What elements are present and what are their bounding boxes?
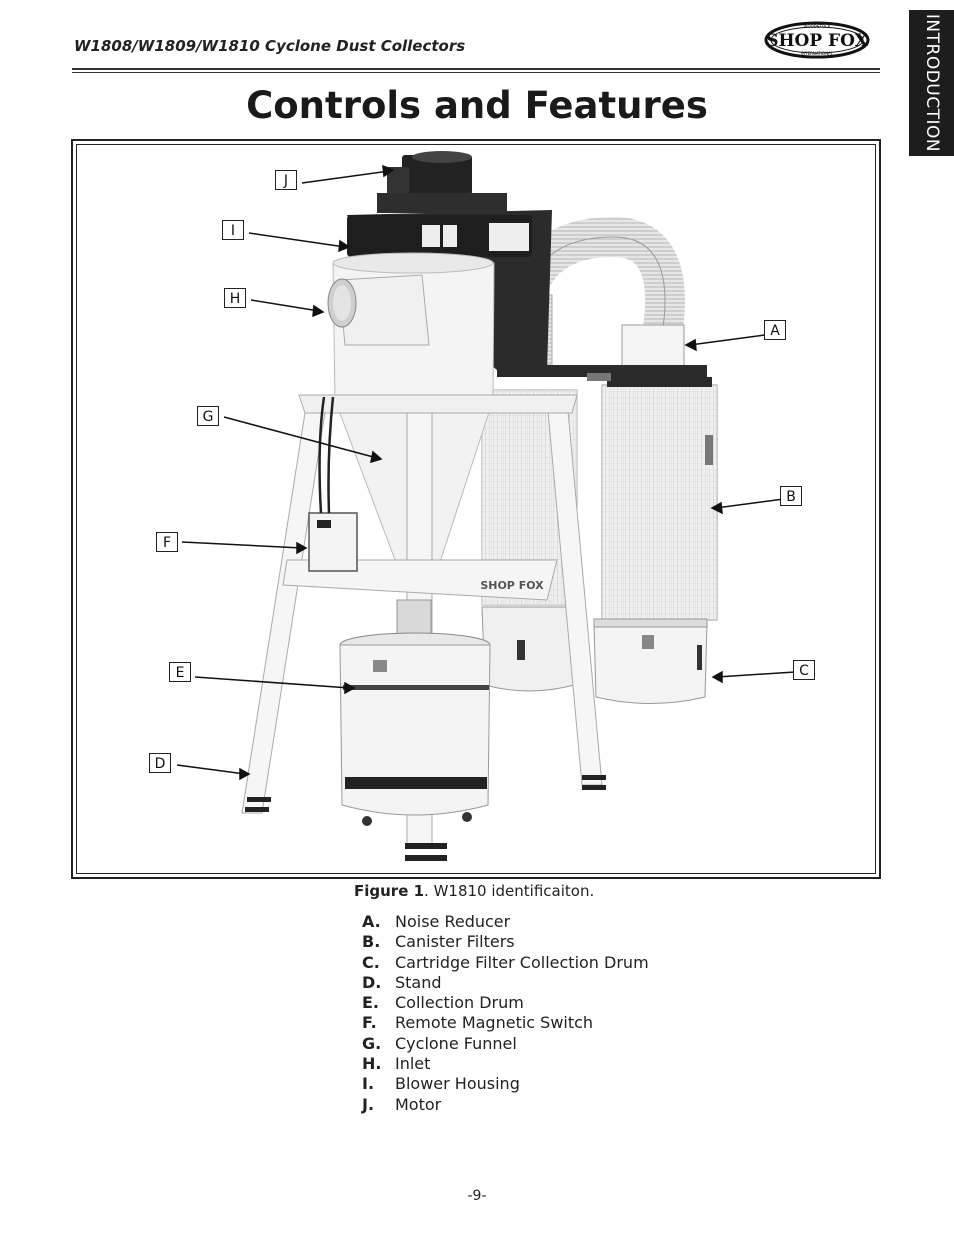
callout-f: F	[156, 532, 178, 552]
blower-housing	[347, 215, 532, 257]
legend-item: D.Stand	[362, 972, 442, 992]
legend-item: G.Cyclone Funnel	[362, 1033, 517, 1053]
header-divider	[72, 68, 880, 70]
figure-caption: Figure 1. W1810 identificaiton.	[354, 882, 594, 900]
shop-fox-logo: SHOP FOX WOODSTOCK INTERNATIONAL	[764, 21, 870, 59]
svg-text:INTERNATIONAL: INTERNATIONAL	[801, 51, 834, 56]
legend-item: E.Collection Drum	[362, 993, 524, 1013]
legend-item: J.Motor	[362, 1094, 442, 1114]
callout-d: D	[149, 753, 171, 773]
figure-frame: SHOP FOX	[71, 139, 881, 879]
legend-item: H.Inlet	[362, 1054, 431, 1074]
motor	[377, 151, 507, 213]
legend-item: C.Cartridge Filter Collection Drum	[362, 952, 649, 972]
callout-b: B	[780, 486, 802, 506]
dust-collector-illustration: SHOP FOX	[176, 151, 796, 867]
callout-c: C	[793, 660, 815, 680]
callout-j: J	[275, 170, 297, 190]
section-tab-label: INTRODUCTION	[921, 13, 942, 153]
callout-g: G	[197, 406, 219, 426]
legend-item: A.Noise Reducer	[362, 912, 511, 931]
legend-item: I.Blower Housing	[362, 1074, 520, 1094]
logo-brand-text: SHOP FOX	[766, 31, 868, 51]
legend-item: F.Remote Magnetic Switch	[362, 1013, 594, 1033]
svg-text:WOODSTOCK: WOODSTOCK	[804, 24, 831, 29]
inlet	[327, 274, 430, 346]
noise-reducer	[621, 324, 685, 371]
remote-magnetic-switch	[308, 396, 358, 572]
canister-filter-right	[601, 377, 718, 621]
page-title: Controls and Features	[246, 84, 708, 127]
collection-drum	[339, 632, 491, 826]
page-number: -9-	[467, 1188, 487, 1204]
legend-item: B.Canister Filters	[362, 932, 515, 952]
callout-leaders	[176, 164, 796, 781]
figure-caption-label: Figure 1	[354, 882, 425, 900]
callout-h: H	[224, 288, 246, 308]
parts-legend: A.Noise Reducer B.Canister Filters C.Car…	[362, 912, 649, 1115]
section-tab: INTRODUCTION	[909, 10, 954, 156]
callout-a: A	[764, 320, 786, 340]
figure-caption-text: . W1810 identificaiton.	[424, 882, 595, 900]
header-divider-thin	[72, 72, 880, 73]
figure-inner-frame: SHOP FOX	[76, 144, 876, 874]
filter-drum-right	[593, 618, 708, 704]
callout-i: I	[222, 220, 244, 240]
stand-brand-text: SHOP FOX	[480, 579, 544, 592]
document-header-title: W1808/W1809/W1810 Cyclone Dust Collector…	[74, 37, 466, 55]
callout-e: E	[169, 662, 191, 682]
